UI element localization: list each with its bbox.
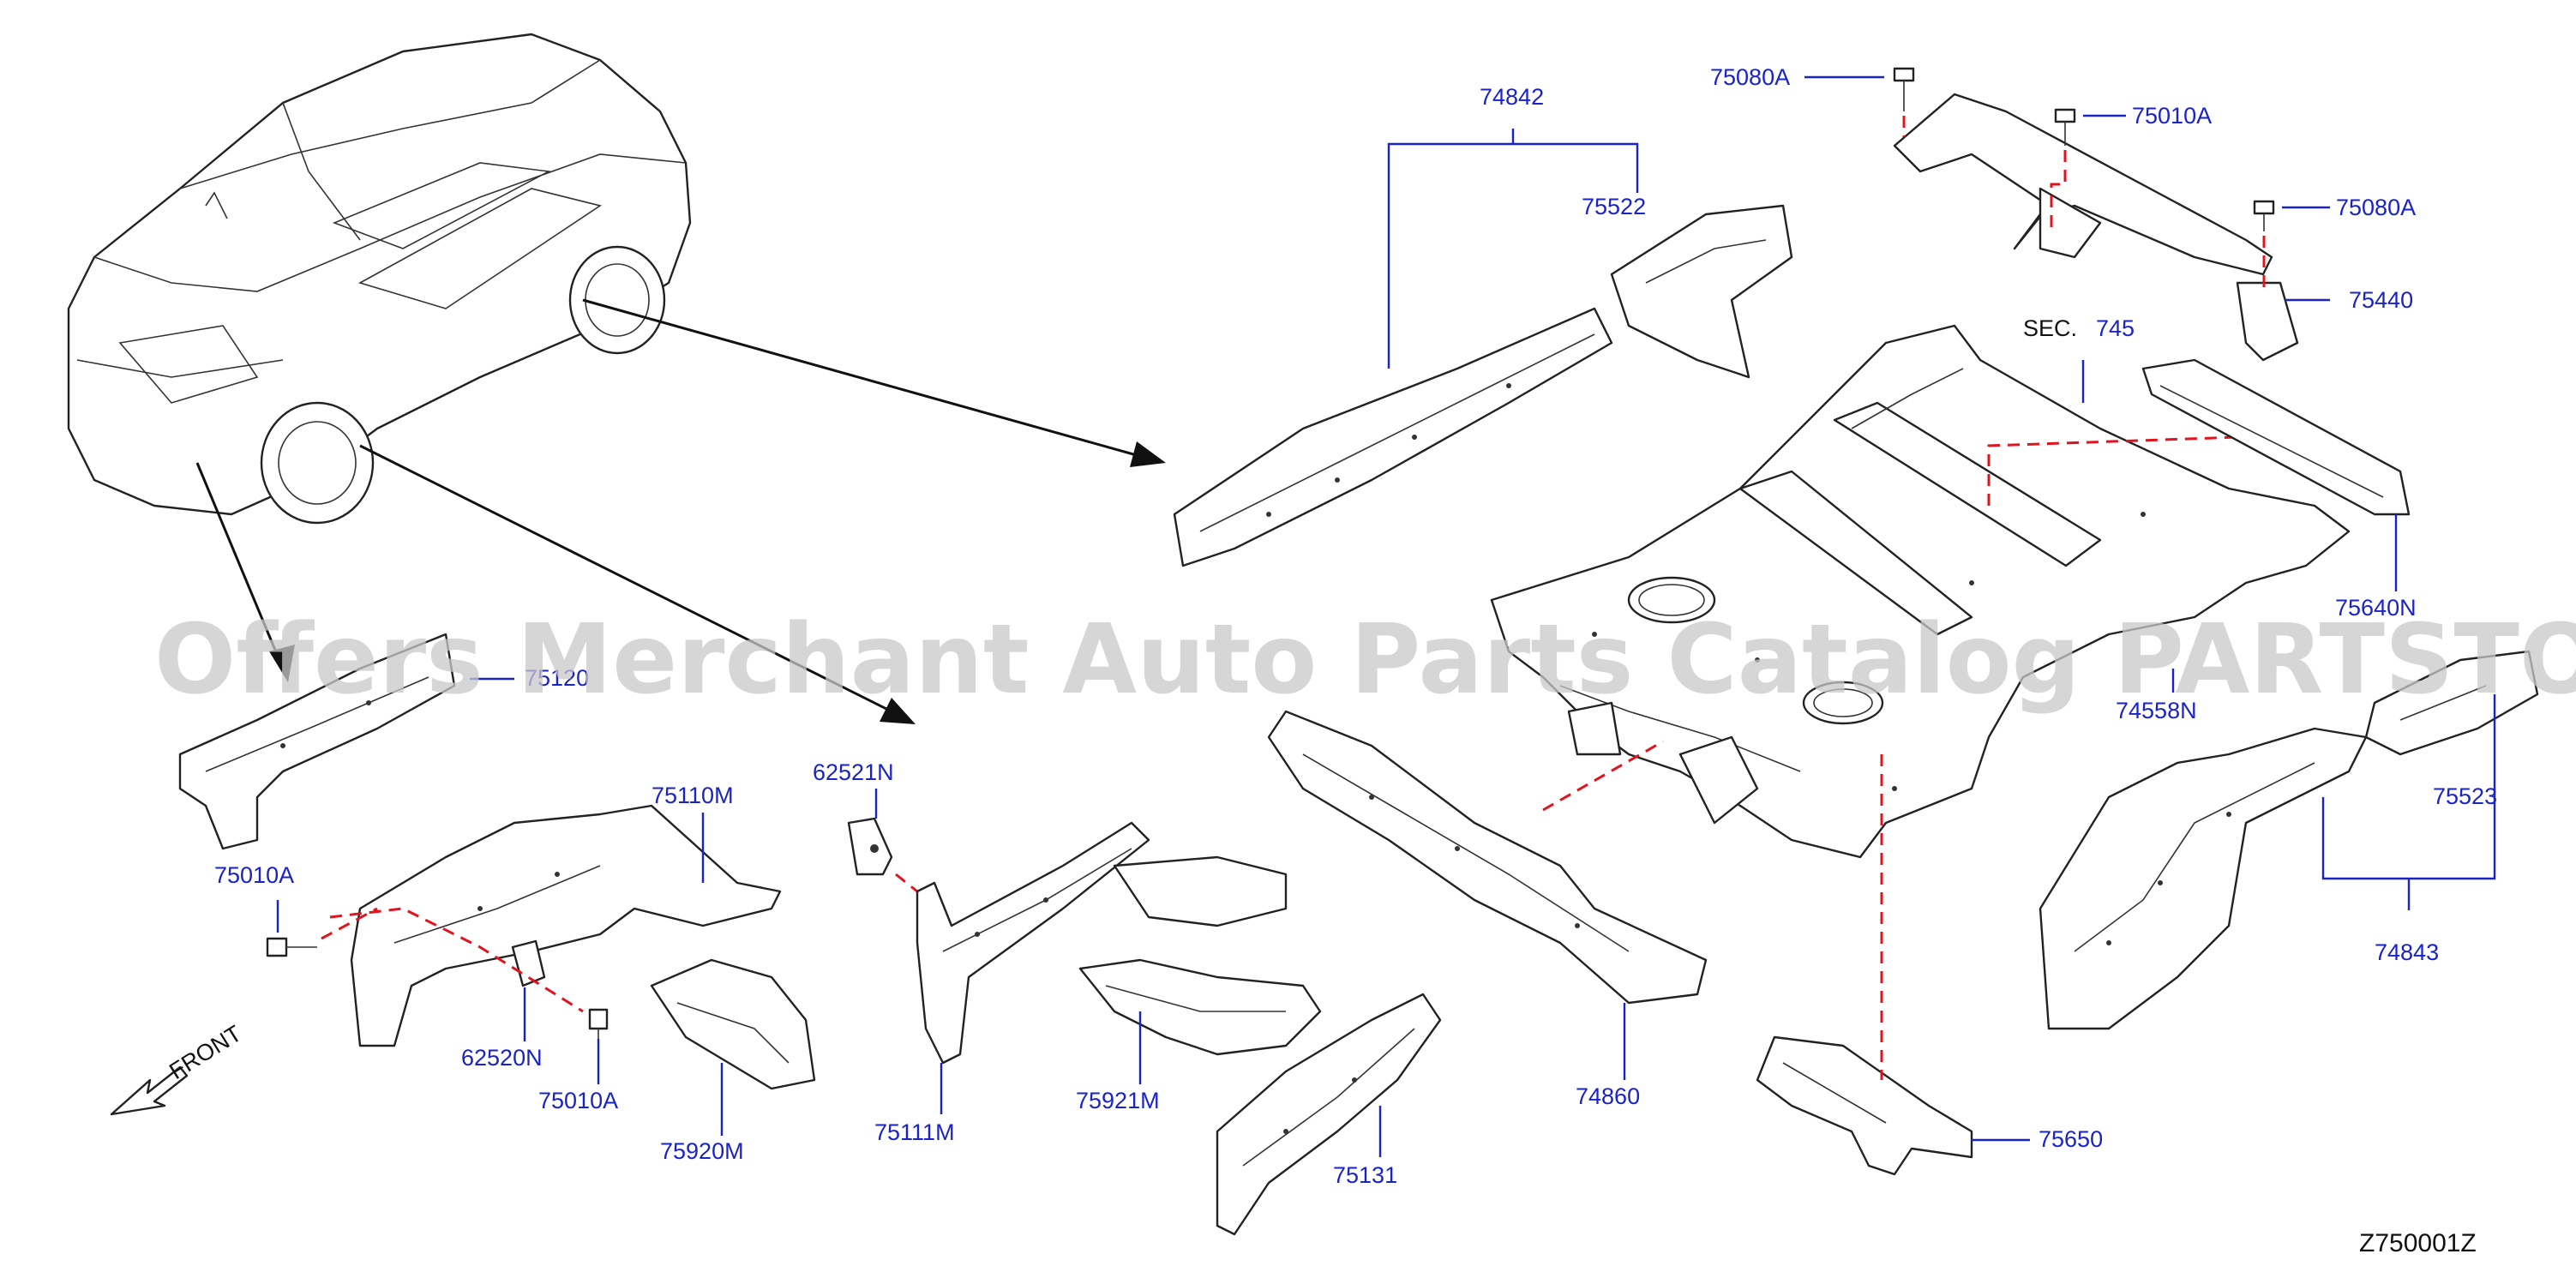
part-75111M-member[interactable] bbox=[916, 821, 1288, 1065]
label-75523: 75523 bbox=[2433, 783, 2497, 809]
part-75640N-rail[interactable] bbox=[2141, 358, 2411, 516]
bolt-75080A-top[interactable] bbox=[1893, 67, 1915, 111]
label-75522: 75522 bbox=[1582, 194, 1646, 219]
label-75120: 75120 bbox=[525, 665, 589, 691]
label-75080A-right: 75080A bbox=[2336, 195, 2416, 220]
guide-dash-left-bolt bbox=[321, 907, 584, 1013]
part-75522-bracket[interactable] bbox=[1610, 204, 1793, 379]
part-75110M-member[interactable] bbox=[350, 804, 782, 1047]
bolt-75010A-top[interactable] bbox=[2054, 108, 2076, 146]
label-74843: 74843 bbox=[2375, 939, 2439, 965]
diagram-code: Z750001Z bbox=[2359, 1229, 2477, 1257]
label-75010A-bottom: 75010A bbox=[538, 1088, 618, 1113]
vehicle-overview bbox=[67, 33, 692, 525]
label-62521N: 62521N bbox=[813, 759, 894, 785]
part-75523-bracket[interactable] bbox=[2364, 650, 2539, 756]
part-74842-rail[interactable] bbox=[1173, 307, 1613, 567]
bracket-62521N[interactable] bbox=[847, 817, 893, 876]
guide-dash-floor bbox=[1987, 435, 2238, 506]
part-75120-member[interactable] bbox=[178, 633, 456, 850]
part-75131-member[interactable] bbox=[1216, 993, 1442, 1236]
label-75440: 75440 bbox=[2349, 287, 2413, 313]
label-74558N: 74558N bbox=[2116, 698, 2197, 723]
label-75111M: 75111M bbox=[874, 1119, 955, 1145]
floor-panel-sec-745[interactable] bbox=[1490, 324, 2351, 859]
pointer-arrows bbox=[195, 298, 1166, 724]
label-74860: 74860 bbox=[1576, 1083, 1640, 1109]
watermark-text: Offers Merchant Auto Parts Catalog PARTS… bbox=[154, 604, 2576, 716]
part-75650-bracket[interactable] bbox=[1756, 1035, 1973, 1176]
front-label: FRONT bbox=[165, 1020, 246, 1084]
label-75010A-top: 75010A bbox=[2132, 103, 2212, 129]
guide-dash-74860 bbox=[1542, 740, 1664, 812]
label-75640N: 75640N bbox=[2335, 595, 2417, 621]
part-74843-rail[interactable] bbox=[2039, 727, 2368, 1030]
label-sec: SEC. bbox=[2023, 315, 2077, 341]
label-75921M: 75921M bbox=[1076, 1088, 1160, 1113]
label-75920M: 75920M bbox=[660, 1138, 744, 1164]
part-74860-member[interactable] bbox=[1267, 710, 1708, 1005]
part-75440-crossmember[interactable] bbox=[1893, 93, 2299, 362]
bolt-75080A-right[interactable] bbox=[2253, 200, 2275, 231]
label-sec-745: 745 bbox=[2096, 315, 2135, 341]
label-75650: 75650 bbox=[2039, 1126, 2103, 1152]
part-75920M-panel[interactable] bbox=[650, 958, 816, 1090]
bolt-75010A-left[interactable] bbox=[266, 937, 317, 957]
part-75921M-panel[interactable] bbox=[1078, 958, 1322, 1056]
label-75110M: 75110M bbox=[652, 783, 734, 808]
bolt-75010A-bottom[interactable] bbox=[588, 1008, 609, 1039]
label-62520N: 62520N bbox=[461, 1045, 543, 1071]
front-direction-indicator: FRONT bbox=[110, 1020, 246, 1116]
label-75131: 75131 bbox=[1333, 1162, 1397, 1188]
label-75080A-top: 75080A bbox=[1710, 64, 1790, 90]
label-75010A-left: 75010A bbox=[214, 862, 294, 888]
label-74842: 74842 bbox=[1480, 84, 1544, 110]
